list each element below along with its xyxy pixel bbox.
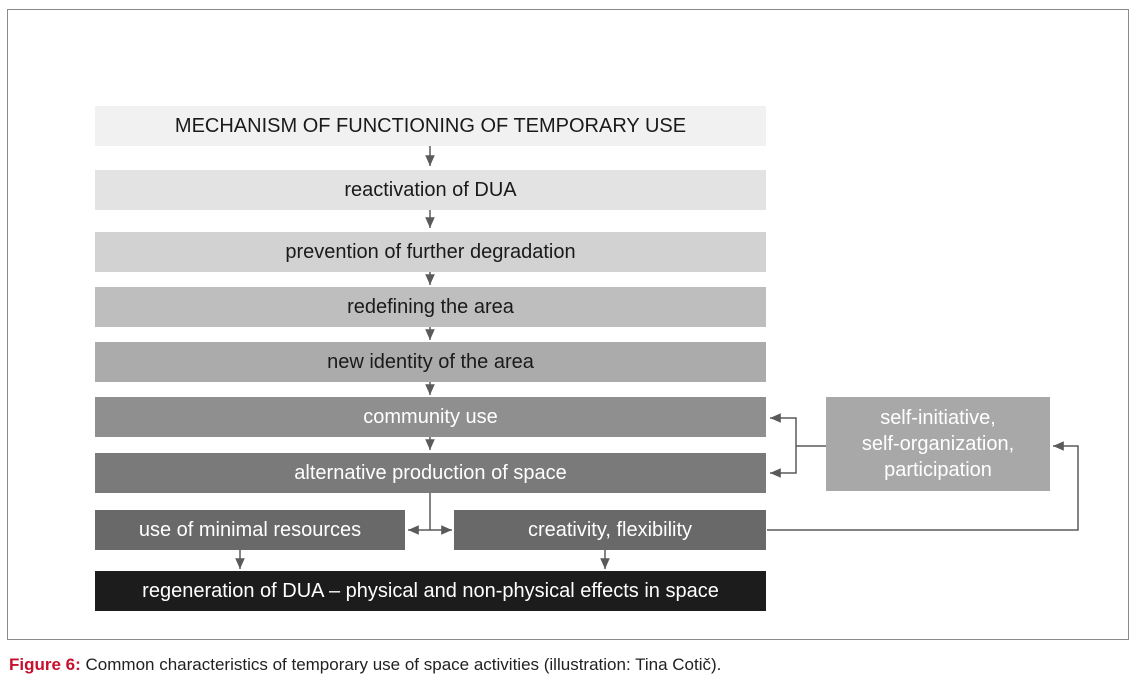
step-reactivation: reactivation of DUA xyxy=(95,170,766,210)
step-community-use: community use xyxy=(95,397,766,437)
arrow-side-to-community-use xyxy=(770,413,797,446)
side-box-self-initiative: self-initiative, self-organization, part… xyxy=(826,397,1050,491)
step-redefining: redefining the area xyxy=(95,287,766,327)
arrow-step6-to-left-branch xyxy=(408,493,431,535)
step-prevention: prevention of further degradation xyxy=(95,232,766,272)
diagram-title-box: MECHANISM OF FUNCTIONING OF TEMPORARY US… xyxy=(95,106,766,146)
figure-caption: Figure 6: Common characteristics of temp… xyxy=(9,655,721,675)
branch-minimal-resources: use of minimal resources xyxy=(95,510,405,550)
step-alternative-production: alternative production of space xyxy=(95,453,766,493)
side-box-line-3: participation xyxy=(884,459,992,481)
branch-creativity-flexibility: creativity, flexibility xyxy=(454,510,766,550)
figure-caption-text: Common characteristics of temporary use … xyxy=(80,655,722,674)
arrow-side-to-alternative-production xyxy=(770,446,797,478)
side-box-line-1: self-initiative, xyxy=(880,407,996,429)
figure-caption-label: Figure 6: xyxy=(9,655,81,674)
step-new-identity: new identity of the area xyxy=(95,342,766,382)
side-box-line-2: self-organization, xyxy=(861,433,1015,455)
result-regeneration-box: regeneration of DUA – physical and non-p… xyxy=(95,571,766,611)
arrow-creativity-feedback xyxy=(767,441,1079,531)
